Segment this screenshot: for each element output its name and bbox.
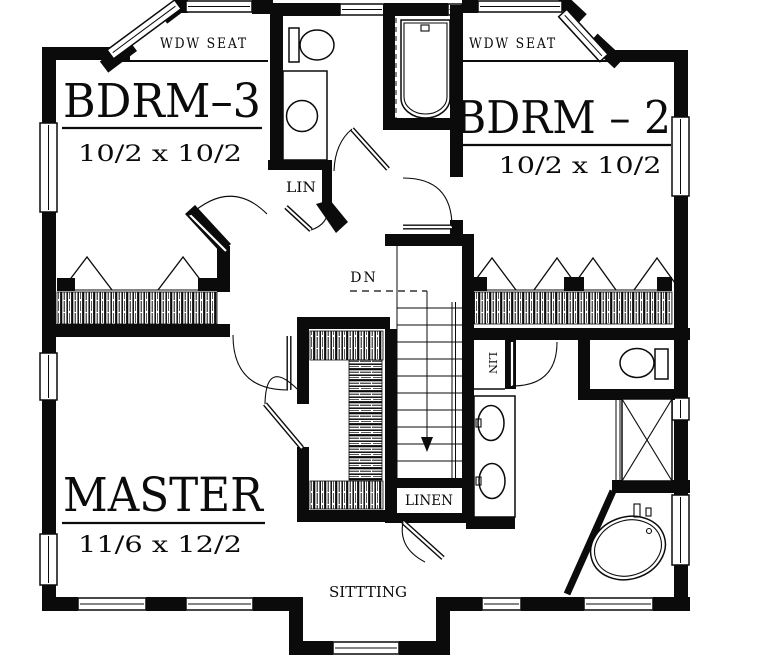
master-door: [232, 334, 292, 391]
room-name: BDRM – 2: [455, 91, 671, 144]
sink-icon: [285, 99, 319, 133]
toilet-tank: [288, 27, 300, 63]
window: [185, 597, 254, 611]
vanity-sink-1: [477, 404, 505, 442]
hall-bath-door: [333, 127, 390, 172]
window: [583, 597, 654, 611]
window: [671, 116, 690, 197]
room-name: MASTER: [63, 468, 264, 523]
tub-faucet: [645, 507, 652, 517]
corner-tub-platform-wall: [563, 489, 617, 596]
window: [671, 494, 690, 566]
master-label: MASTER 11/6 x 12/2: [62, 468, 265, 558]
linen-closet-label: LINEN: [405, 493, 453, 509]
window: [77, 597, 147, 611]
room-dims: 10/2 x 10/2: [78, 142, 242, 167]
room-dims: 10/2 x 10/2: [499, 154, 662, 179]
bedroom2-closet: [467, 256, 681, 325]
master-bathroom-fixtures: [473, 347, 673, 581]
tub-drain: [645, 527, 653, 535]
bedroom3-door: [188, 195, 268, 253]
hall-bathtub: [395, 18, 451, 124]
bedroom2-door: [402, 177, 453, 230]
bath-lin-closet-label: LIN: [486, 352, 500, 374]
window: [557, 8, 610, 63]
window: [39, 352, 58, 401]
room-name: BDRM–3: [63, 74, 261, 129]
doors: [188, 127, 558, 563]
walk-in-closet-door: [263, 376, 304, 450]
lin-closet-door: [284, 205, 329, 232]
windows: [39, 0, 690, 655]
toilet-icon: [299, 29, 335, 61]
window: [332, 641, 400, 655]
window-seat-left-label: WDW SEAT: [160, 36, 248, 52]
window: [477, 0, 563, 13]
window: [339, 3, 385, 16]
stairs-down-label: DN: [350, 270, 377, 286]
tub-faucet: [633, 503, 641, 518]
vanity-sink-2: [478, 462, 506, 500]
bedroom3-closet: [56, 255, 218, 325]
tub-faucet: [420, 24, 430, 32]
interior-walls: [42, 5, 690, 596]
shower-stall: [615, 398, 673, 482]
down-arrow-icon: [421, 437, 433, 452]
bedroom2-label: BDRM – 2 10/2 x 10/2: [455, 91, 671, 179]
window: [671, 397, 690, 421]
staircase: [350, 246, 462, 478]
sitting-area-label: SITTTING: [329, 585, 407, 601]
master-walk-in-closet: [309, 330, 384, 510]
hall-bathroom-fixtures: [282, 27, 335, 161]
window-seat-right-label: WDW SEAT: [469, 36, 557, 52]
toilet-tank: [654, 348, 669, 380]
window: [481, 597, 522, 611]
lin-closet-label: LIN: [286, 180, 316, 196]
window: [39, 122, 58, 213]
window: [185, 0, 253, 13]
linen-closet-door: [401, 520, 445, 563]
labels: WDW SEAT WDW SEAT BDRM–3 10/2 x 10/2 BDR…: [62, 36, 671, 601]
window: [39, 533, 58, 586]
bedroom3-label: BDRM–3 10/2 x 10/2: [62, 74, 262, 167]
master-bath-door: [509, 341, 558, 387]
window: [106, 0, 183, 60]
toilet-icon: [619, 347, 655, 379]
room-dims: 11/6 x 12/2: [78, 533, 242, 558]
